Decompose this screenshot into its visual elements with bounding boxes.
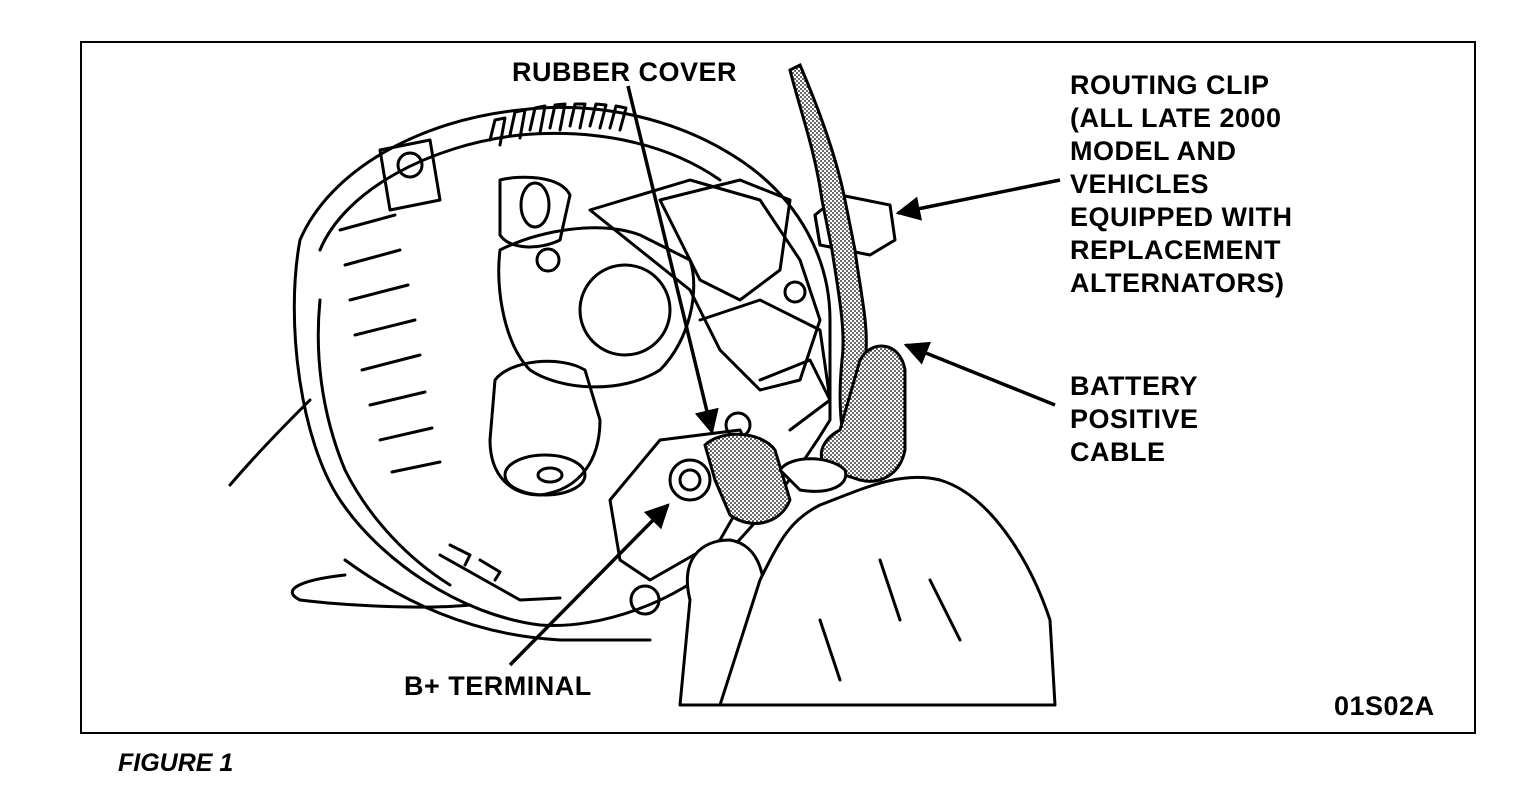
leader-arrow <box>508 503 670 667</box>
figure-code: 01S02A <box>1334 691 1435 721</box>
rubber-cover-label: RUBBER COVER <box>512 57 738 87</box>
leader-arrow <box>626 85 719 435</box>
battery-cable-illustration <box>703 62 907 525</box>
battery-cable-label: BATTERY POSITIVE CABLE <box>1070 371 1199 467</box>
figure-caption: FIGURE 1 <box>118 749 234 777</box>
leader-arrow <box>903 341 1056 407</box>
leader-arrow <box>895 178 1061 221</box>
b-terminal-label: B+ TERMINAL <box>404 671 592 701</box>
figure-frame <box>80 41 1476 734</box>
hand-illustration <box>678 457 1057 707</box>
routing-clip-label: ROUTING CLIP (ALL LATE 2000 MODEL AND VE… <box>1070 70 1293 298</box>
